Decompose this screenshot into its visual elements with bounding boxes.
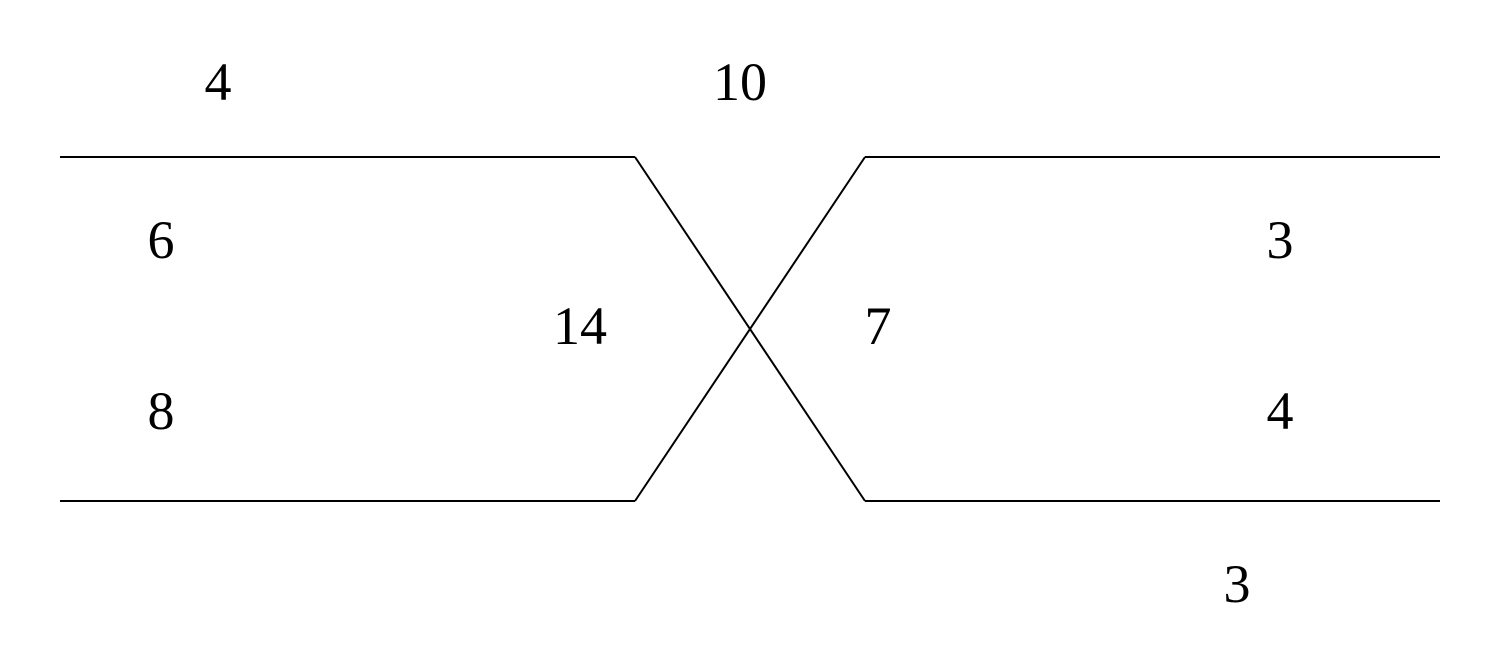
label-left-lower: 8: [147, 381, 175, 441]
label-bottom-right: 3: [1223, 554, 1251, 614]
label-left-upper: 6: [147, 210, 175, 270]
label-right-lower: 4: [1266, 381, 1294, 441]
label-right-upper: 3: [1266, 210, 1294, 270]
cross-line-ascending: [634, 156, 866, 502]
label-right-inner: 7: [864, 296, 892, 356]
label-left-inner: 14: [553, 296, 607, 356]
label-top-center: 10: [713, 52, 767, 112]
label-top-left: 4: [204, 52, 232, 112]
